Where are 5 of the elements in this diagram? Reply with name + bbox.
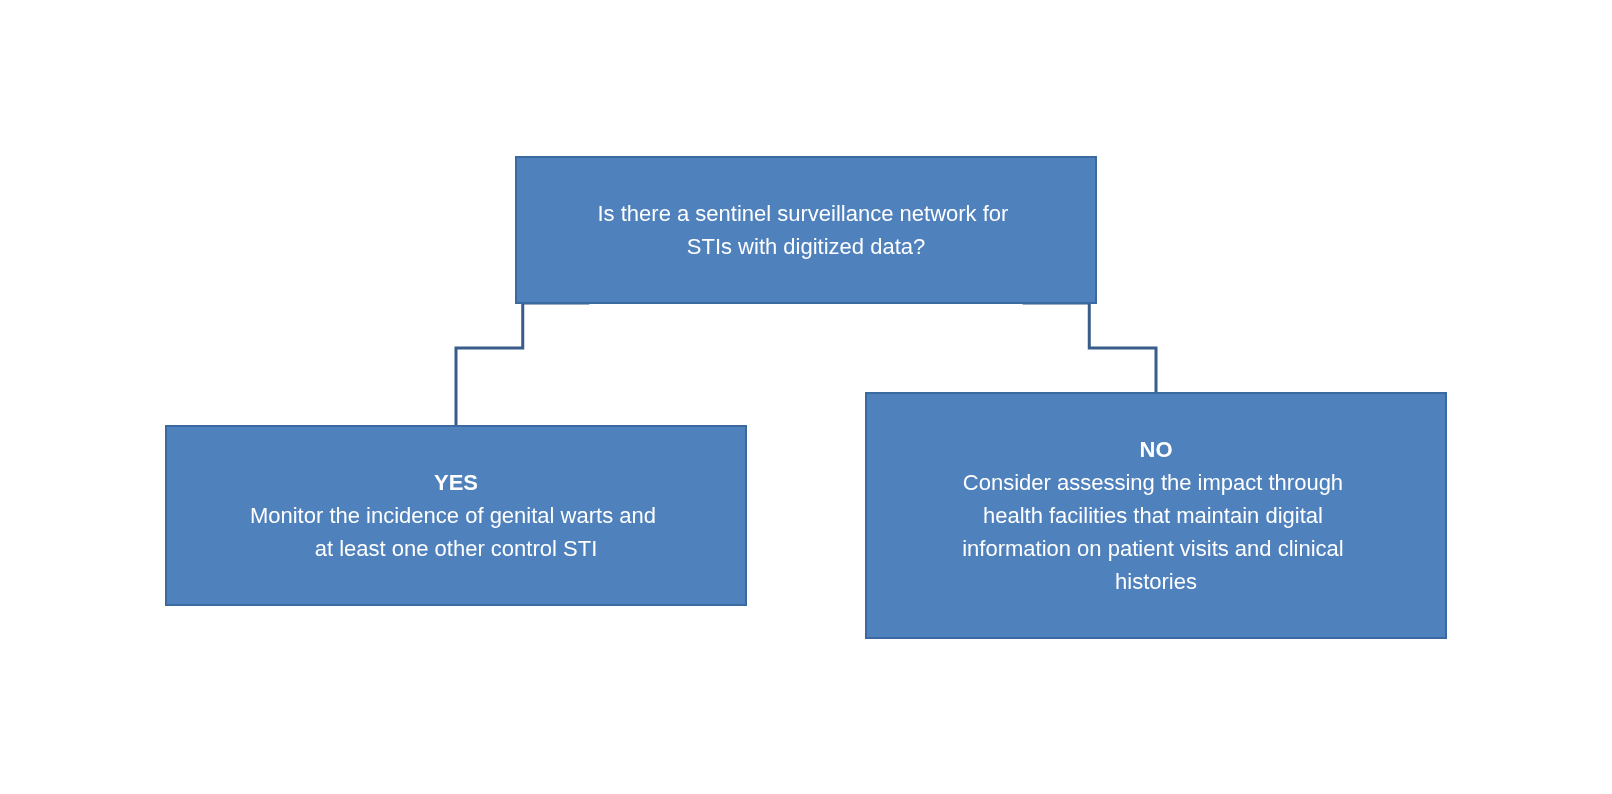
connector <box>454 301 590 427</box>
node-box: YES Monitor the incidence of genital warts and at least one other control STI <box>165 424 747 606</box>
node-box: Is there a sentinel surveillance network for STIs with digitized data? <box>515 155 1097 304</box>
connector <box>1022 301 1158 394</box>
node-box: NO Consider assessing the impact through health facilities that maintain digital information on patient visits and clinical histories <box>865 391 1447 639</box>
